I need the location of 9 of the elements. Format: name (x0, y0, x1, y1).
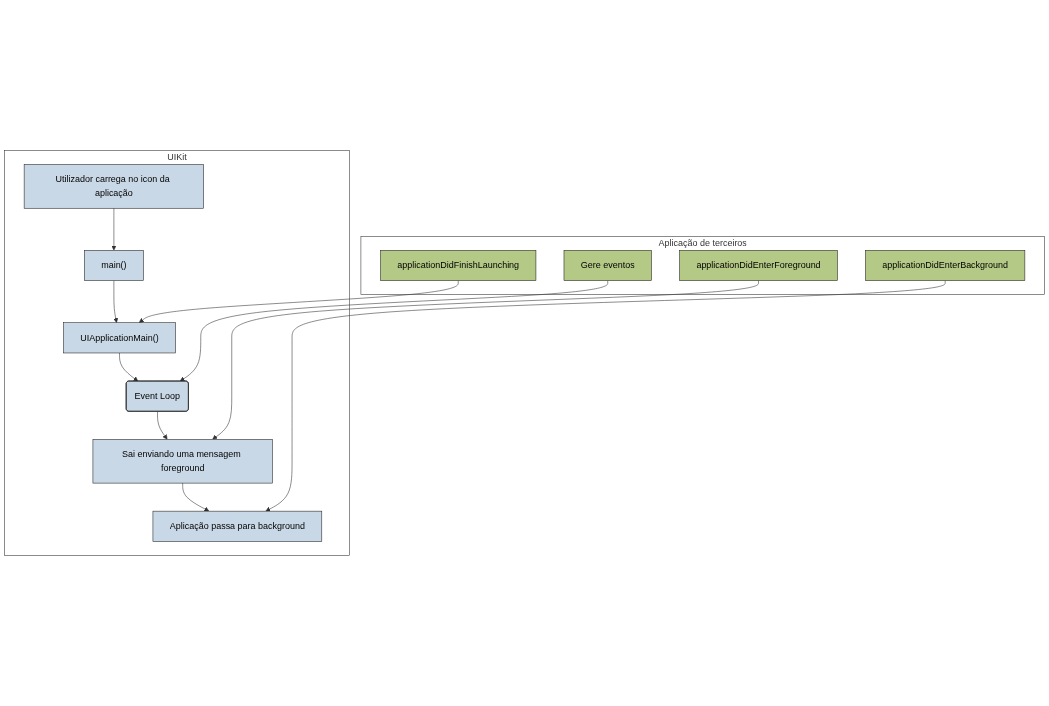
node-box: applicationDidEnterForeground (679, 250, 838, 281)
node-box: Aplicação passa para background (152, 510, 323, 542)
node-box: main() (84, 250, 144, 281)
node-box: Gere eventos (563, 250, 652, 281)
node-box: applicationDidEnterBackground (865, 250, 1026, 281)
node-box: Sai enviando uma mensagem foreground (92, 439, 273, 484)
node-box: UIApplicationMain() (63, 322, 176, 354)
node-box: Utilizador carrega no icon da aplicação (23, 164, 204, 209)
node-box: applicationDidFinishLaunching (380, 250, 537, 281)
